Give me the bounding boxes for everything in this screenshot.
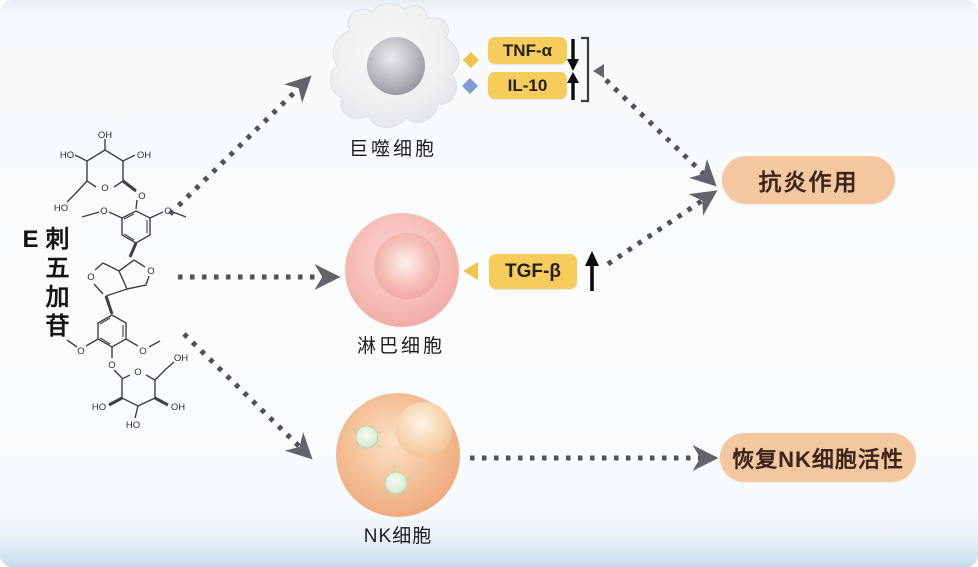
- nk-granule: [384, 471, 408, 495]
- macrophage-cell: [329, 3, 460, 128]
- arrow-compound-to-nk: [182, 332, 313, 460]
- nk-activity-outcome: 恢复NK细胞活性: [720, 433, 916, 482]
- nk-cell: [336, 393, 460, 517]
- diamond-blue-icon: [462, 78, 478, 94]
- atom-label: O: [164, 206, 171, 217]
- lymphocyte-nucleus: [374, 233, 440, 299]
- tnf-decrease-arrow: [567, 39, 579, 71]
- tnf-badge: TNF-α: [488, 37, 567, 64]
- tgf-increase-arrow: [585, 251, 599, 291]
- bracket-flag-icon: [593, 64, 604, 78]
- arrow-compound-to-macrophage: [168, 75, 312, 216]
- atom-label: HO: [126, 420, 140, 431]
- atom-label: HO: [54, 203, 68, 214]
- anti-inflammatory-outcome: 抗炎作用: [722, 156, 895, 204]
- compound-structure-drawing: OH HO OH O O HO O O O O O O O O OH HO OH…: [54, 130, 188, 431]
- atom-label: O: [87, 272, 94, 283]
- nk-label: NK细胞: [363, 526, 433, 547]
- arrow-macrophage-to-outcome: [604, 78, 717, 187]
- lymphocyte-cell: [345, 213, 459, 327]
- dotted-arrows: [168, 75, 719, 471]
- tgf-badge: TGF-β: [489, 254, 577, 289]
- lymphocyte-label: 淋巴细胞: [356, 336, 445, 357]
- macrophage-label: 巨噬细胞: [348, 139, 437, 160]
- atom-label: O: [139, 346, 146, 357]
- atom-label: O: [138, 191, 145, 202]
- atom-label: HO: [92, 402, 106, 413]
- compound-name-label: 刺五加苷E: [17, 226, 68, 342]
- atom-label: OH: [98, 130, 112, 141]
- atom-label: O: [77, 346, 84, 357]
- atom-label: O: [101, 183, 108, 194]
- nk-nucleus: [396, 402, 452, 458]
- macrophage-nucleus: [367, 37, 425, 95]
- atom-label: OH: [137, 150, 151, 161]
- diamond-yellow-icon: [463, 52, 479, 68]
- atom-label: O: [100, 206, 107, 217]
- benzene-ring-1: [121, 210, 151, 244]
- triangle-pointer-icon: [463, 262, 478, 280]
- bracket: [581, 36, 590, 103]
- atom-label: O: [108, 360, 115, 371]
- arrow-tgf-to-outcome: [606, 190, 718, 267]
- il10-badge: IL-10: [488, 72, 567, 99]
- benzene-ring-2: [97, 314, 127, 348]
- atom-label: O: [147, 266, 154, 277]
- cytokine-markers: [462, 36, 604, 291]
- atom-label: O: [134, 367, 141, 378]
- furofuran-core: [93, 259, 150, 297]
- nk-granule: [355, 425, 379, 449]
- sugar-ring-top: [86, 149, 124, 188]
- atom-label: HO: [60, 150, 74, 161]
- atom-label: OH: [174, 353, 188, 364]
- il10-increase-arrow: [567, 72, 579, 100]
- atom-label: OH: [171, 402, 185, 413]
- sugar-ring-bottom: [121, 374, 156, 407]
